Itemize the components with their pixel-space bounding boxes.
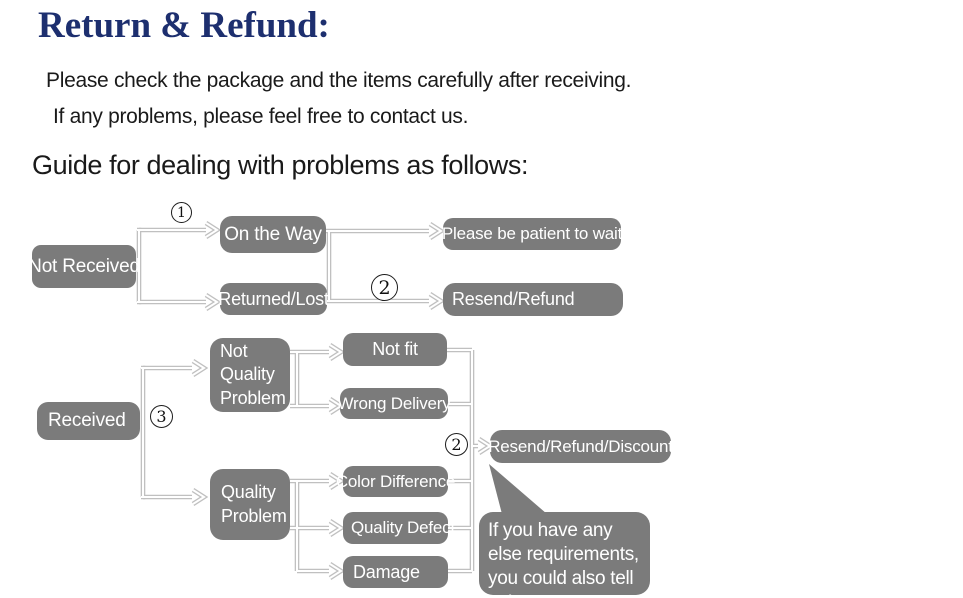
node-on-the-way: On the Way [220, 216, 326, 253]
node-not-received: Not Received [28, 245, 140, 288]
node-color-difference: Color Difference [336, 466, 455, 497]
step-1-badge: 1 [171, 202, 192, 223]
intro-line-1: Please check the package and the items c… [46, 69, 632, 92]
step-3-badge: 3 [150, 405, 173, 428]
node-received: Received [37, 402, 140, 440]
node-damage: Damage [343, 556, 448, 588]
step-2-badge-top: 2 [371, 274, 398, 301]
page-title: Return & Refund: [38, 5, 330, 46]
node-quality-problem: Quality Problem [210, 469, 290, 540]
note-speech-bubble: If you have any else requirements, you c… [479, 512, 650, 598]
node-wrong-delivery: Wrong Delivery [337, 388, 451, 419]
node-not-fit: Not fit [343, 333, 447, 366]
node-not-quality-problem: Not Quality Problem [210, 338, 290, 412]
node-resend-refund-discount: Resend/Refund/Discount [488, 430, 673, 463]
speech-bubble-tail [489, 464, 547, 514]
step-2-badge-bottom: 2 [445, 433, 468, 456]
node-returned-lost: Returned/Lost [218, 283, 329, 315]
guide-heading: Guide for dealing with problems as follo… [32, 150, 529, 180]
intro-line-2: If any problems, please feel free to con… [53, 105, 469, 128]
node-quality-defect: Quality Defect [343, 512, 455, 544]
node-please-be-patient: Please be patient to wait [442, 218, 622, 250]
node-resend-refund: Resend/Refund [443, 283, 623, 316]
